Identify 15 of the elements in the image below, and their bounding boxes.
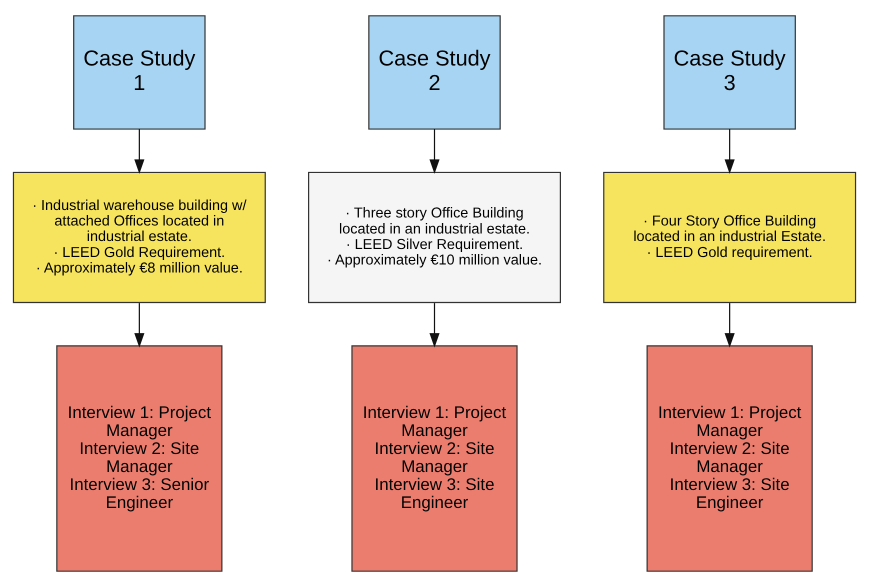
node-box: Interview 1: Project Manager Interview 2: Site Manager Interview 3: Site Engineer <box>351 345 518 572</box>
arrow <box>724 303 735 348</box>
arrow <box>134 303 144 348</box>
arrow <box>429 303 440 348</box>
node-box: · Four Story Office Building located in an industrial Estate. · LEED Gold requirement. <box>603 172 856 304</box>
arrow <box>724 129 735 174</box>
node-box: Interview 1: Project Manager Interview 2: Site Manager Interview 3: Senior Engineer <box>56 345 222 572</box>
node-box: Case Study 1 <box>73 15 206 130</box>
node-box: Case Study 3 <box>663 15 796 130</box>
arrow <box>429 129 440 174</box>
node-box: Interview 1: Project Manager Interview 2: Site Manager Interview 3: Site Engineer <box>646 345 813 572</box>
node-box: · Industrial warehouse building w/ attached Offices located in industrial estate. · LEED Gold Requirement. · Approximately €8 million value. <box>12 172 266 304</box>
arrow <box>134 129 144 174</box>
node-box: Case Study 2 <box>368 15 501 130</box>
node-box: · Three story Office Building located in an industrial estate. · LEED Silver Requirement. · Approximately €10 million value. <box>308 172 561 304</box>
